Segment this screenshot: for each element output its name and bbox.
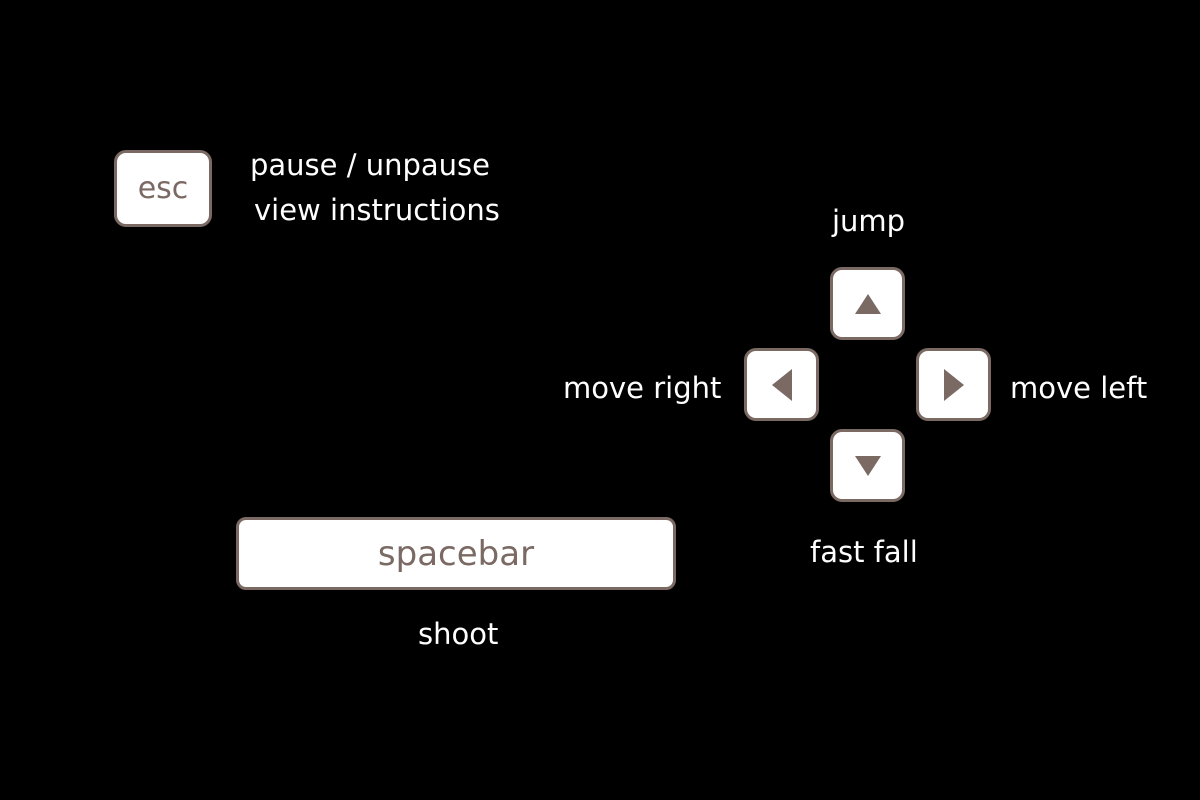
left-arrow-key[interactable] xyxy=(744,348,819,421)
move-left-label: move left xyxy=(1010,371,1148,405)
triangle-up-icon xyxy=(854,293,881,314)
triangle-right-icon xyxy=(943,368,964,401)
esc-key[interactable]: esc xyxy=(114,150,212,227)
shoot-label: shoot xyxy=(418,617,499,651)
fast-fall-label: fast fall xyxy=(810,535,918,569)
jump-label: jump xyxy=(832,204,906,238)
down-arrow-key[interactable] xyxy=(830,429,905,502)
pause-unpause-label: pause / unpause xyxy=(250,148,490,182)
spacebar-key-label: spacebar xyxy=(377,533,535,574)
view-instructions-label: view instructions xyxy=(254,193,500,227)
right-arrow-key[interactable] xyxy=(916,348,991,421)
up-arrow-key[interactable] xyxy=(830,267,905,340)
esc-key-label: esc xyxy=(137,171,189,206)
triangle-left-icon xyxy=(771,368,792,401)
move-right-label: move right xyxy=(563,371,722,405)
spacebar-key[interactable]: spacebar xyxy=(236,517,676,590)
triangle-down-icon xyxy=(854,455,881,476)
